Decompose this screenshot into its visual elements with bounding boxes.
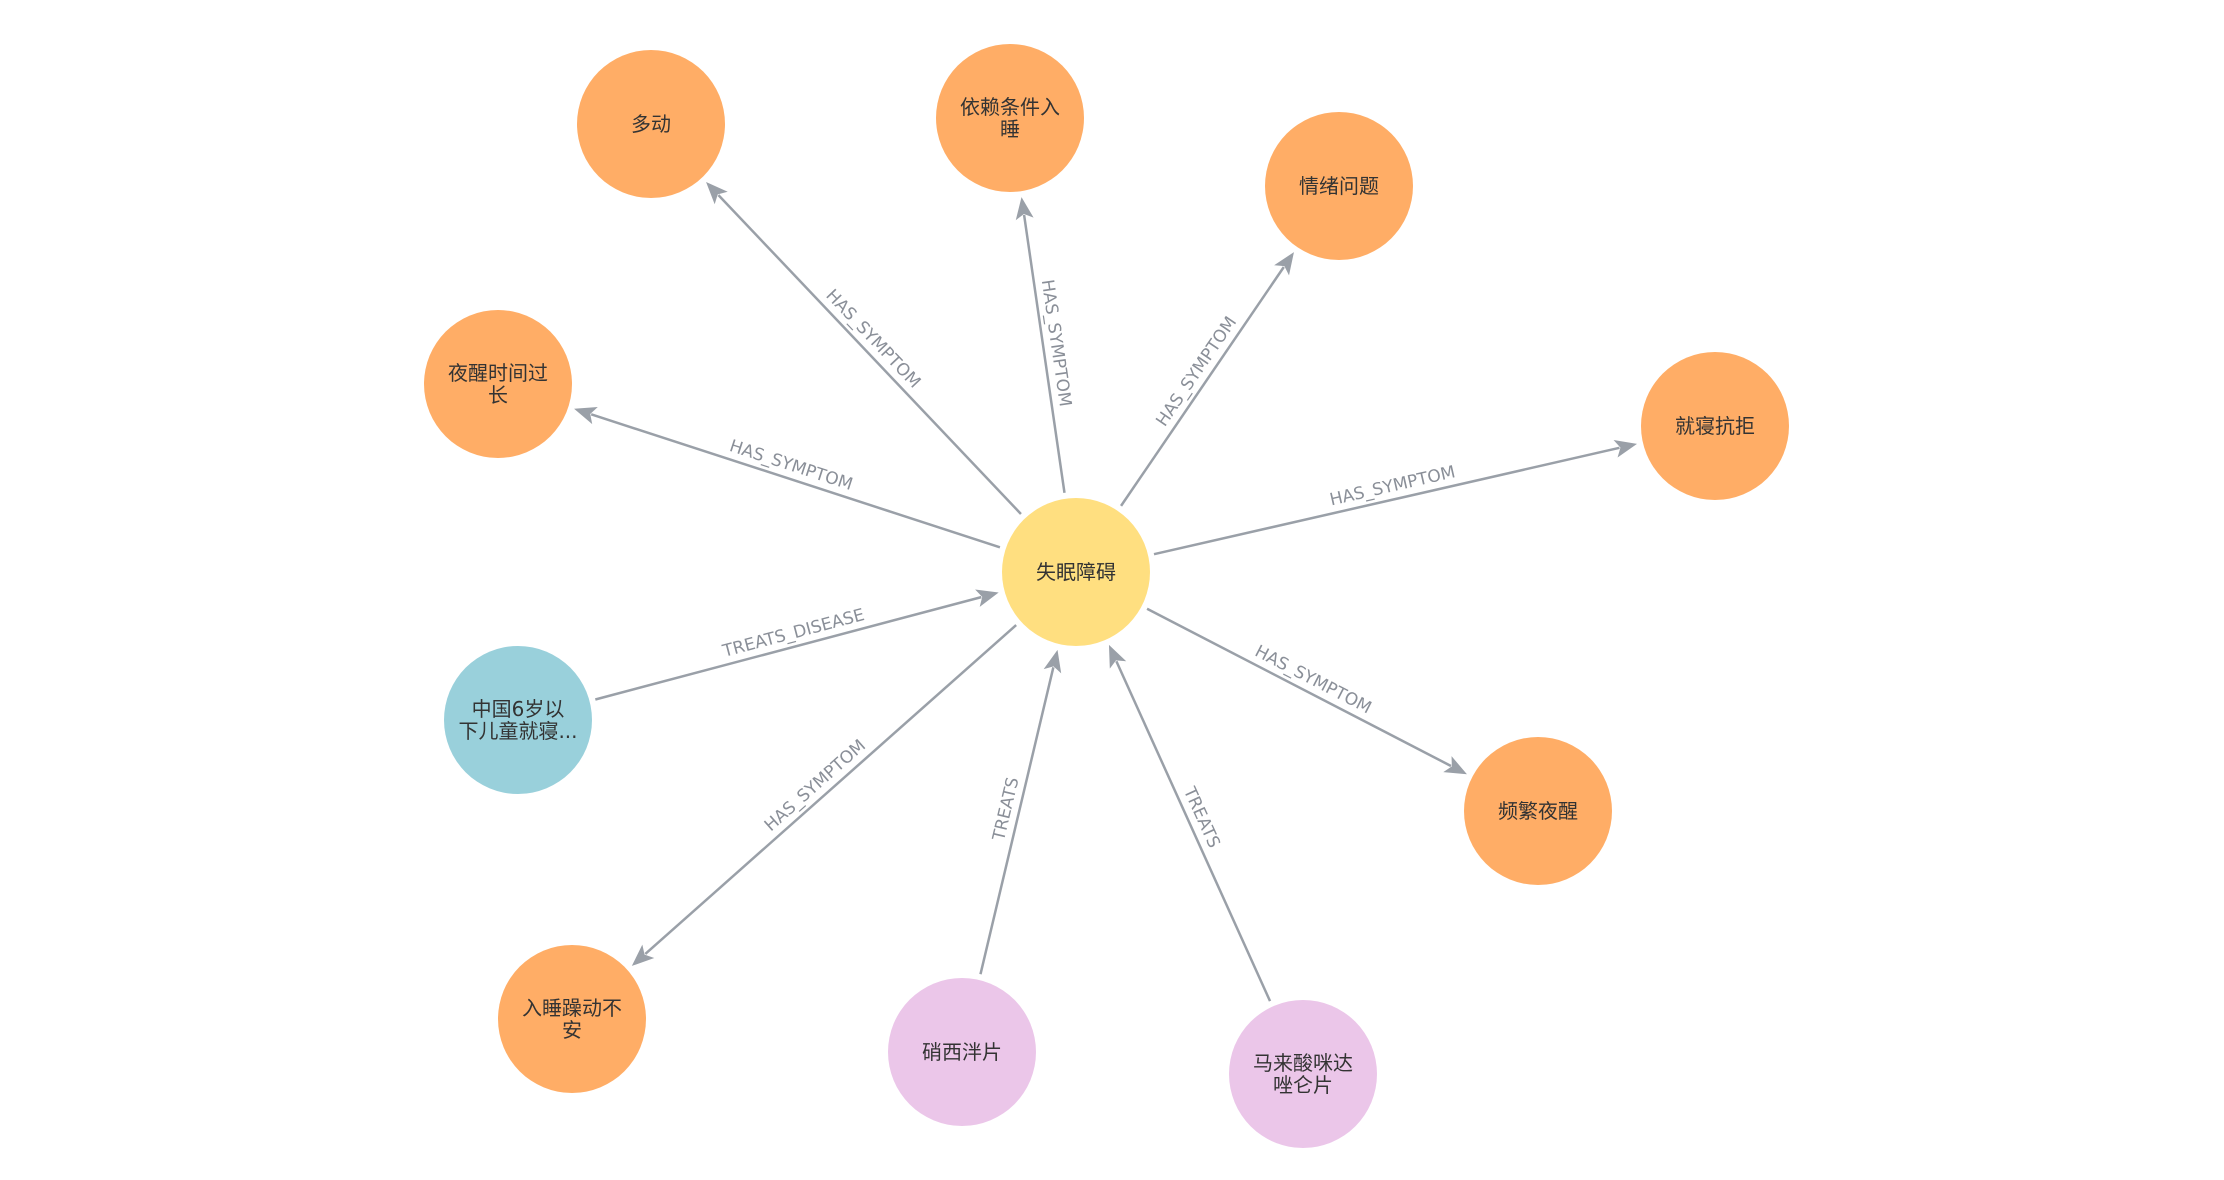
node-circle[interactable] [1229,1000,1377,1148]
node-label: 唑仑片 [1273,1073,1333,1097]
node-label: 中国6岁以 [472,697,565,721]
node-center[interactable]: 失眠障碍 [1002,498,1150,646]
edge-label: HAS_SYMPTOM [761,736,870,836]
node-xiaoxi[interactable]: 硝西泮片 [888,978,1036,1126]
node-label: 睡 [1000,117,1020,141]
node-label: 多动 [631,112,671,136]
edge-center-jiuqin[interactable]: HAS_SYMPTOM [1153,439,1638,556]
arrow-head [631,944,655,966]
node-label: 夜醒时间过 [448,361,548,385]
node-circle[interactable] [444,646,592,794]
edge-line[interactable] [1120,266,1285,507]
node-guideline[interactable]: 中国6岁以下儿童就寝... [444,646,592,794]
node-label: 频繁夜醒 [1498,799,1578,823]
node-label: 长 [488,383,508,407]
node-circle[interactable] [424,310,572,458]
edge-center-rushui[interactable]: HAS_SYMPTOM [631,624,1017,966]
edge-guideline-center[interactable]: TREATS_DISEASE [595,589,999,701]
arrow-head [1043,649,1062,674]
node-circle[interactable] [1641,352,1789,500]
arrow-head [1015,197,1034,221]
edge-line[interactable] [979,667,1055,975]
edge-line[interactable] [717,194,1022,515]
node-label: 依赖条件入 [960,95,1060,119]
edge-line[interactable] [644,624,1017,955]
node-label: 马来酸咪达 [1253,1051,1353,1075]
arrow-head [1443,756,1467,775]
node-circle[interactable] [936,44,1084,192]
node-circle[interactable] [498,945,646,1093]
node-qingxu[interactable]: 情绪问题 [1265,112,1413,260]
edge-label: TREATS [1179,783,1224,851]
node-label: 失眠障碍 [1036,560,1116,584]
edge-malai-center[interactable]: TREATS [1108,644,1272,1002]
node-label: 入睡躁动不 [522,996,622,1020]
node-jiuqin[interactable]: 就寝抗拒 [1641,352,1789,500]
node-label: 情绪问题 [1299,174,1379,198]
edge-label: HAS_SYMPTOM [1152,313,1241,430]
edge-center-yilai[interactable]: HAS_SYMPTOM [1015,197,1075,494]
arrow-head [1108,644,1127,669]
edge-line[interactable] [1146,607,1452,768]
edge-label: HAS_SYMPTOM [822,286,925,393]
node-label: 就寝抗拒 [1675,414,1755,438]
node-circle[interactable] [1002,498,1150,646]
edge-center-duodong[interactable]: HAS_SYMPTOM [706,182,1022,515]
node-label: 下儿童就寝... [458,719,577,743]
node-pinfan[interactable]: 频繁夜醒 [1464,737,1612,885]
arrow-head [1613,439,1638,458]
edge-center-pinfan[interactable]: HAS_SYMPTOM [1146,607,1467,775]
edge-center-yexing[interactable]: HAS_SYMPTOM [574,406,1001,549]
arrow-head [975,589,999,607]
node-circle[interactable] [1265,112,1413,260]
edge-center-qingxu[interactable]: HAS_SYMPTOM [1120,252,1294,507]
edge-line[interactable] [1153,446,1620,556]
node-duodong[interactable]: 多动 [577,50,725,198]
arrow-head [574,406,598,425]
edge-xiaoxi-center[interactable]: TREATS [979,649,1062,975]
arrow-head [1274,252,1294,276]
edge-line[interactable] [595,595,982,701]
node-label: 硝西泮片 [922,1040,1002,1064]
node-circle[interactable] [1464,737,1612,885]
node-circle[interactable] [577,50,725,198]
node-label: 安 [562,1018,582,1042]
edge-line[interactable] [1022,214,1066,494]
edge-label: HAS_SYMPTOM [1251,642,1374,719]
arrow-head [706,182,728,205]
node-circle[interactable] [888,978,1036,1126]
edge-line[interactable] [1115,660,1272,1002]
edge-line[interactable] [590,413,1001,549]
edge-label: HAS_SYMPTOM [1328,462,1457,510]
